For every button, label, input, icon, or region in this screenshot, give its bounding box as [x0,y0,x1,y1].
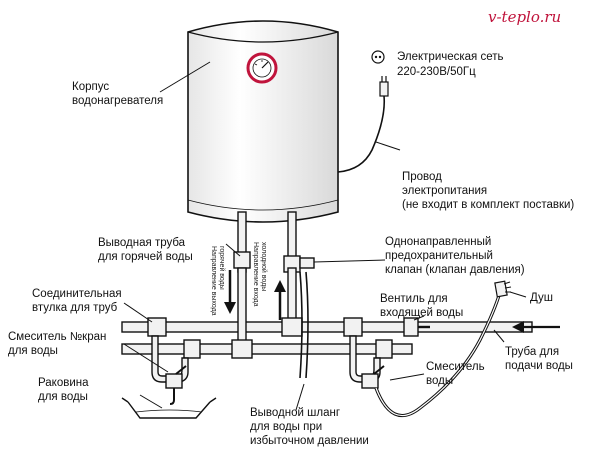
svg-text:для воды: для воды [8,345,58,357]
inlet-valve-body [403,317,419,337]
hot-down-pipe [237,267,247,351]
cold-up-pipe [287,267,297,327]
sink-basin [127,401,211,419]
svg-text:220-230В/50Гц: 220-230В/50Гц [397,66,476,78]
hot-flow-text-1: Направление выхода [210,246,217,316]
mixer-right-hot-fitting [375,339,393,359]
water-heater-tank [187,20,339,223]
svg-text:Электрическая сеть: Электрическая сеть [397,51,504,63]
svg-text:для воды: для воды [38,391,88,403]
tee-fitting-hot [231,339,253,359]
svg-text:водонагревателя: водонагревателя [72,95,163,107]
svg-text:Выводная труба: Выводная труба [98,237,186,249]
label-check-valve: Однонаправленный предохранительный клапа… [385,236,525,276]
mixer-left-hot-fitting [183,339,201,359]
shower-head [494,280,512,298]
label-supply-pipe: Труба для подачи воды [505,346,573,372]
mixer-right-tap [361,365,385,389]
label-tank-body: Корпус водонагревателя [72,81,163,107]
label-mixer-left: Смеситель №кран для воды [8,331,106,357]
drain-hose [299,271,303,379]
svg-text:втулка для труб: втулка для труб [32,302,118,314]
plug-icon [379,76,389,97]
svg-text:Смеситель №кран: Смеситель №кран [8,331,106,343]
svg-text:Раковина: Раковина [38,377,89,389]
svg-text:Соединительная: Соединительная [32,288,122,300]
svg-text:Корпус: Корпус [72,81,109,93]
label-hot-outlet: Выводная труба для горячей воды [98,237,193,263]
label-coupling: Соединительная втулка для труб [32,288,122,314]
arrow-up-icon [274,280,286,320]
arrow-left-icon [512,321,560,333]
mixer-left-tap [165,365,187,405]
label-power-cord: Провод электропитания (не входит в компл… [402,171,574,211]
svg-text:Однонаправленный: Однонаправленный [385,236,491,248]
leader-lines [123,61,527,411]
svg-text:электропитания: электропитания [402,185,487,197]
svg-text:Выводной шланг: Выводной шланг [250,407,340,419]
hot-outlet-fitting [233,251,251,269]
svg-text:Провод: Провод [402,171,442,183]
label-mains: Электрическая сеть 220-230В/50Гц [397,51,504,78]
label-sink: Раковина для воды [38,377,89,403]
label-inlet-valve: Вентиль для входящей воды [380,293,463,319]
power-cord [337,95,386,173]
socket-icon [371,50,385,64]
svg-text:подачи воды: подачи воды [505,360,573,372]
cold-water-main-pipe [121,321,533,333]
svg-text:для воды при: для воды при [250,421,322,433]
sink-rim [121,397,217,403]
label-drain-hose: Выводной шланг для воды при избыточном д… [250,407,369,447]
thermometer-gauge-icon [246,52,278,84]
svg-text:Смеситель: Смеситель [426,361,485,373]
svg-text:предохранительный: предохранительный [385,250,493,262]
tee-fitting-cold [281,317,303,337]
svg-text:для горячей воды: для горячей воды [98,251,193,263]
svg-text:(не входит в комплект поставки: (не входит в комплект поставки) [402,199,574,211]
svg-text:избыточном давлении: избыточном давлении [250,435,369,447]
svg-text:Труба для: Труба для [505,346,559,358]
label-mixer-right: Смеситель воды [426,361,485,387]
sink-water [135,409,203,413]
label-shower: Душ [530,292,553,304]
hot-water-main-pipe [121,343,413,355]
cold-flow-text-2: холодной воды [260,242,268,291]
hot-flow-text-2: горячей воды [218,246,226,290]
svg-text:Вентиль для: Вентиль для [380,293,448,305]
arrow-down-icon [224,270,236,314]
svg-text:воды: воды [426,375,453,387]
coupling-fitting-right [343,317,363,337]
site-watermark: v-teplo.ru [488,8,561,26]
svg-text:входящей воды: входящей воды [380,307,463,319]
svg-text:клапан (клапан давления): клапан (клапан давления) [385,264,525,276]
cold-flow-text-1: Направление входа [252,242,259,307]
check-valve-lever [299,257,315,269]
